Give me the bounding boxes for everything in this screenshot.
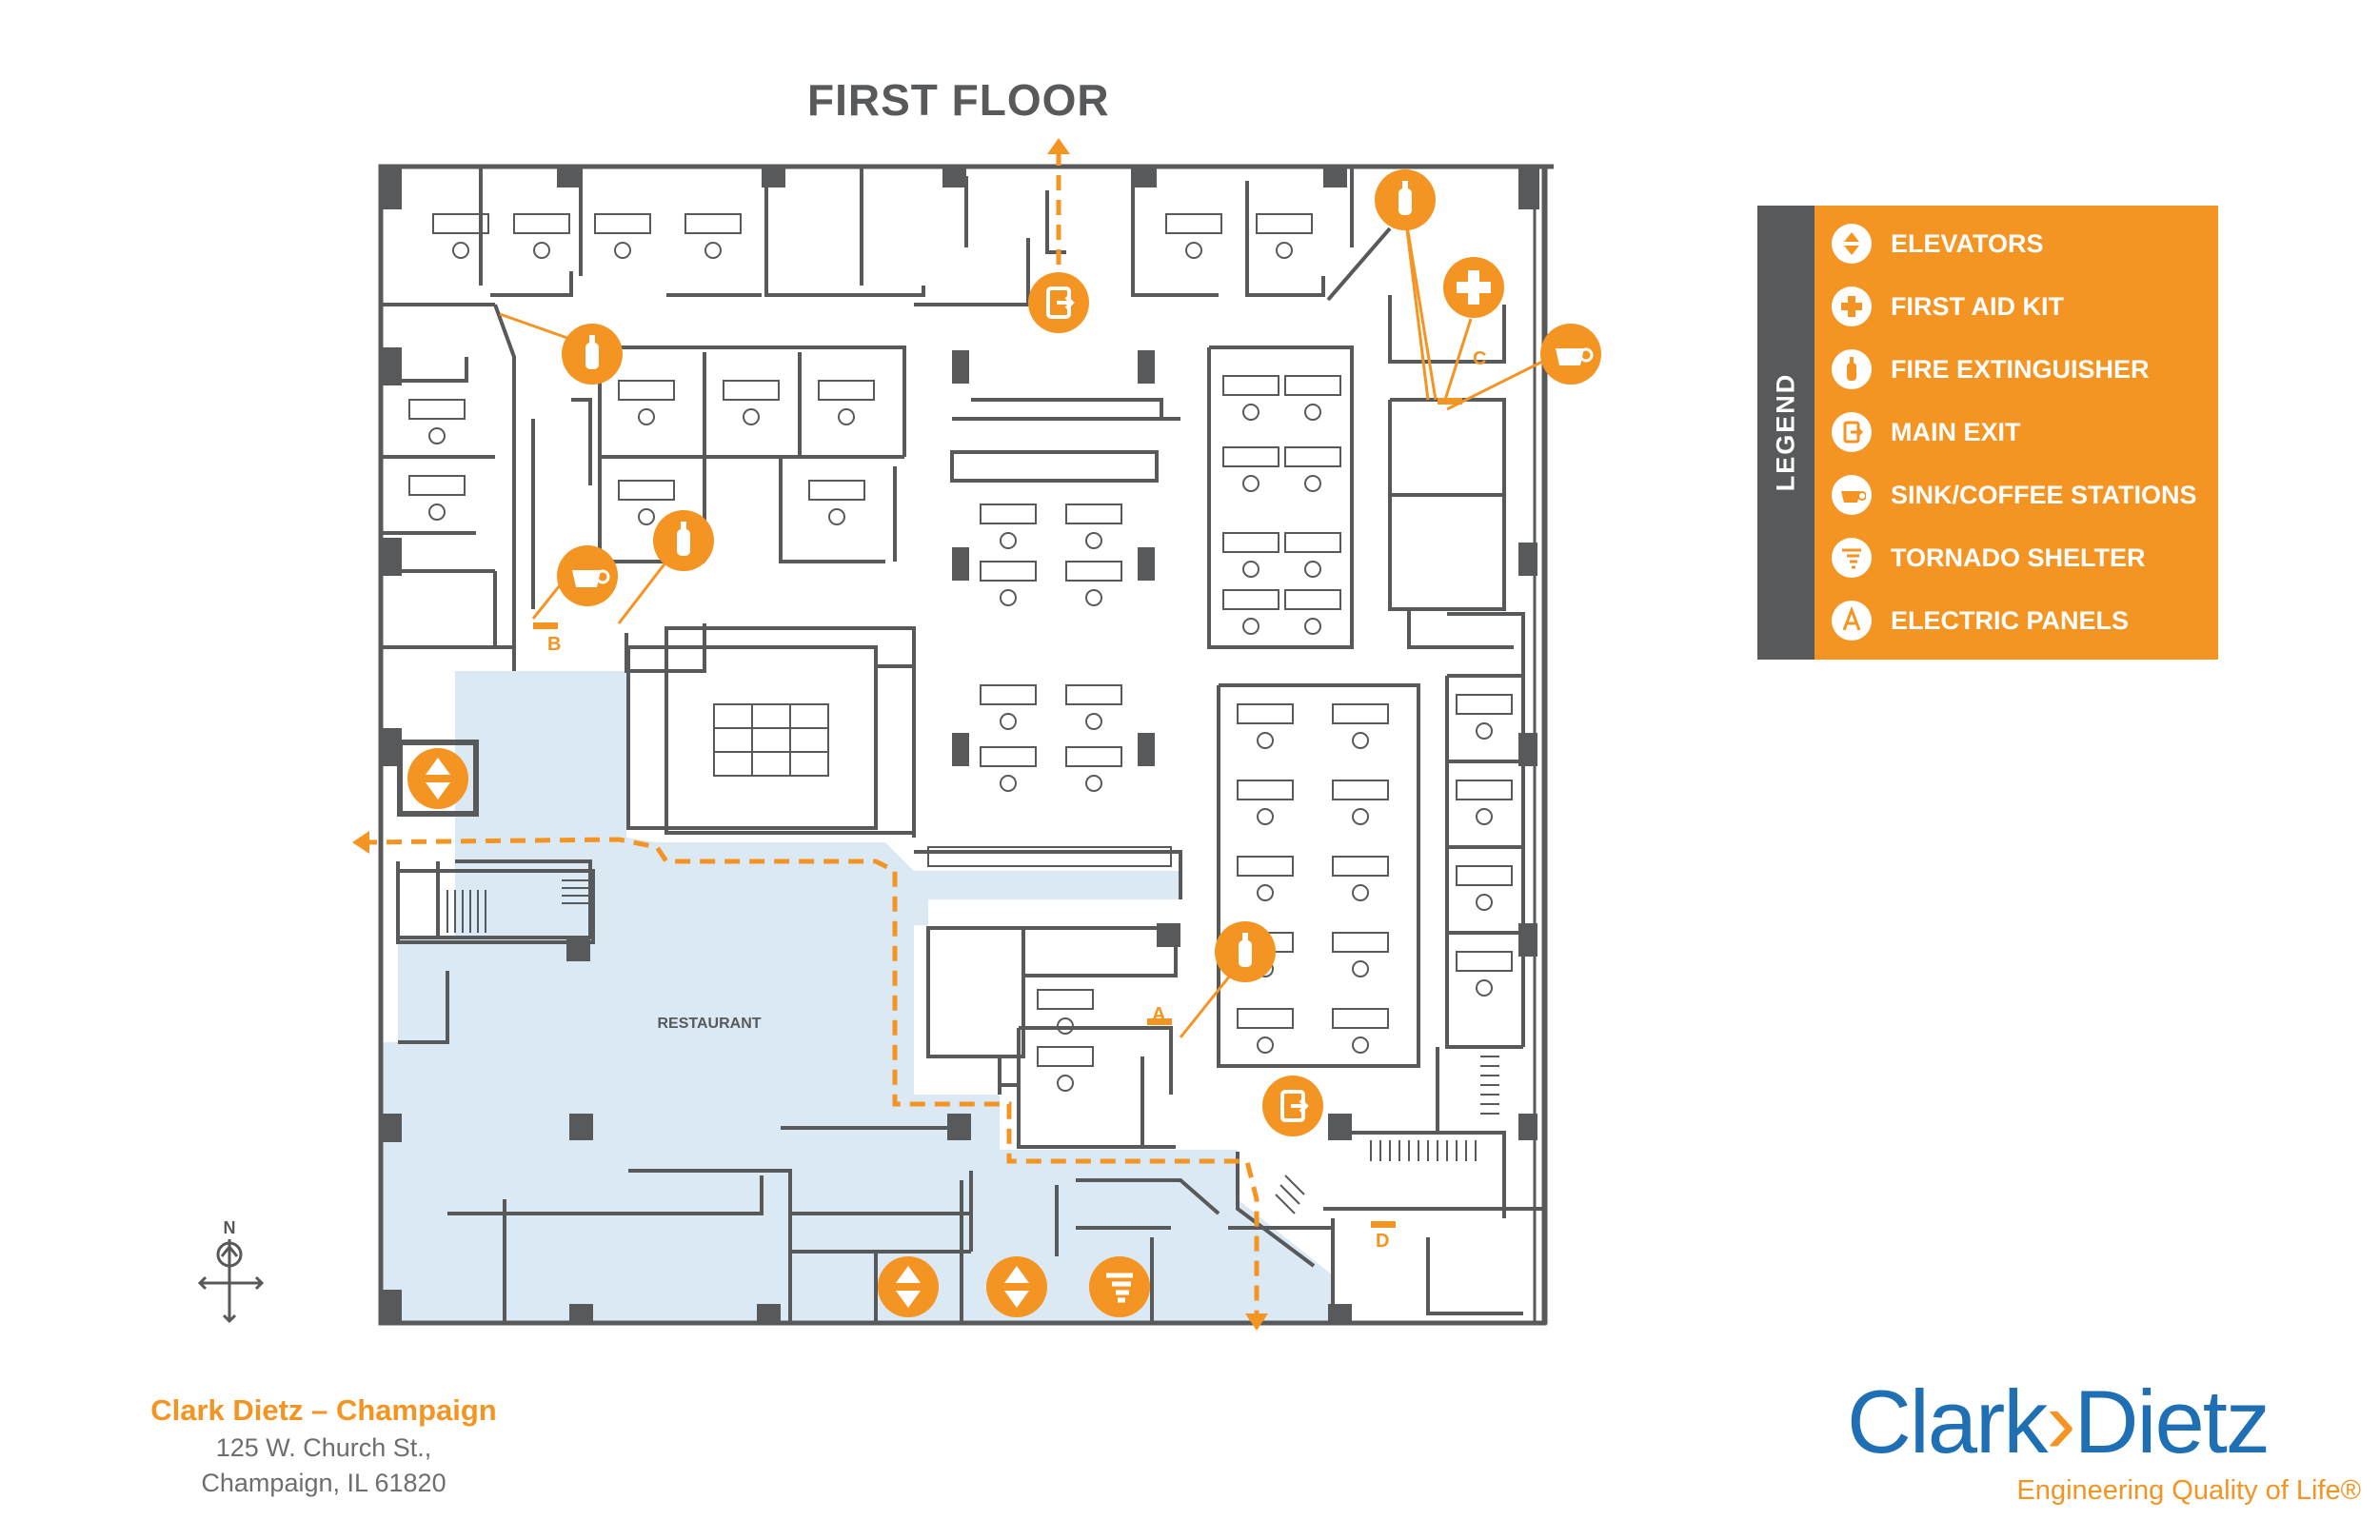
first-aid-icon	[1443, 257, 1504, 318]
legend-item-first-aid-kit: FIRST AID KIT	[1832, 286, 2064, 327]
elevator-icon	[878, 1256, 939, 1317]
legend-heading: LEGEND	[1771, 372, 1800, 492]
address-street: 125 W. Church St.,	[215, 1433, 432, 1462]
fire-extinguisher-icon	[1832, 349, 1872, 389]
legend: LEGEND ELEVATORS FIRST AID KIT FIRE EXTI…	[1757, 206, 2218, 660]
fire-extinguisher-icon	[1375, 169, 1436, 230]
legend-body: ELEVATORS FIRST AID KIT FIRE EXTINGUISHE…	[1815, 206, 2218, 660]
compass-north-label: N	[224, 1218, 236, 1237]
panel-label-a: A	[1152, 1004, 1165, 1025]
main-exit-icon	[1028, 272, 1089, 333]
legend-item-electric-panels: ELECTRIC PANELS	[1832, 600, 2129, 642]
legend-tab: LEGEND	[1757, 206, 1815, 660]
page-title: FIRST FLOOR	[807, 75, 1110, 125]
stairs	[446, 879, 1499, 1214]
coffee-cup-icon	[557, 545, 618, 606]
coffee-cup-icon	[1540, 324, 1601, 385]
first-aid-icon	[1832, 286, 1872, 326]
coffee-cup-icon	[1832, 475, 1872, 515]
electric-panel-icon	[1832, 601, 1872, 641]
panel-label-d: D	[1376, 1231, 1389, 1252]
office-name: Clark Dietz – Champaign	[150, 1393, 497, 1427]
clark-dietz-logo: Clark›Dietz Engineering Quality of Life®	[1847, 1371, 2361, 1513]
legend-item-main-exit: MAIN EXIT	[1832, 411, 2021, 453]
restaurant-area	[381, 671, 1333, 1323]
tornado-shelter-icon	[1089, 1256, 1150, 1317]
office-address: Clark Dietz – Champaign 125 W. Church St…	[143, 1393, 505, 1498]
legend-item-elevators: ELEVATORS	[1832, 223, 2044, 265]
route-arrowheads	[352, 138, 1268, 1331]
main-exit-icon	[1832, 412, 1872, 452]
fire-extinguisher-icon	[562, 324, 623, 385]
north-compass-icon	[197, 1239, 265, 1324]
restaurant-label: RESTAURANT	[657, 1016, 761, 1032]
elevator-icon	[986, 1256, 1047, 1317]
electric-panel-markers	[533, 398, 1462, 1228]
elevator-icon	[407, 748, 468, 809]
tornado-shelter-icon	[1832, 538, 1872, 578]
panel-label-b: B	[547, 634, 561, 655]
legend-item-tornado-shelter: TORNADO SHELTER	[1832, 537, 2146, 579]
legend-item-sink-coffee: SINK/COFFEE STATIONS	[1832, 474, 2197, 516]
elevator-icon	[1832, 224, 1872, 264]
fire-extinguisher-icon	[653, 510, 714, 571]
logo-wordmark: Clark›Dietz	[1847, 1372, 2271, 1471]
address-city: Champaign, IL 61820	[201, 1469, 446, 1497]
panel-label-c: C	[1473, 348, 1486, 369]
legend-item-fire-extinguisher: FIRE EXTINGUISHER	[1832, 348, 2150, 390]
fire-extinguisher-icon	[1215, 921, 1276, 982]
leader-lines	[499, 213, 1543, 1038]
main-exit-icon	[1262, 1076, 1323, 1136]
logo-tagline: Engineering Quality of Life®	[2016, 1475, 2361, 1506]
